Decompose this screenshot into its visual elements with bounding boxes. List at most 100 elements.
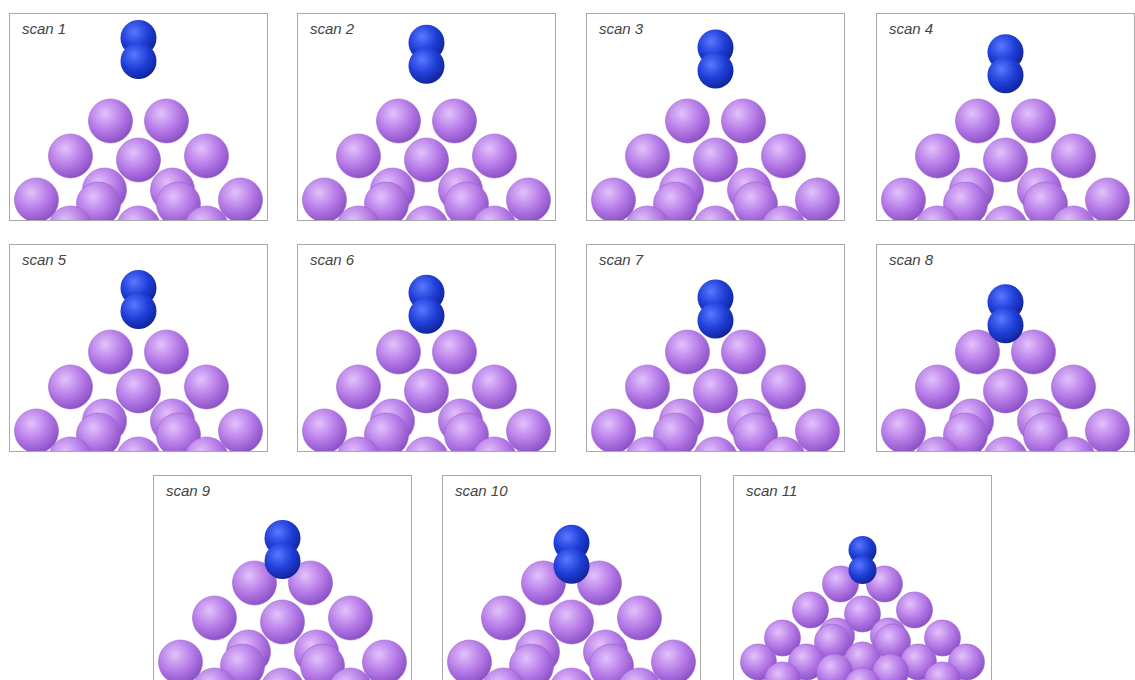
surface-illustration: [298, 245, 556, 452]
metal-atom: [550, 668, 594, 680]
scan-label: scan 4: [889, 20, 933, 37]
metal-atom: [722, 330, 766, 374]
metal-atom: [694, 369, 738, 413]
metal-atom: [507, 178, 551, 221]
metal-atom: [219, 409, 263, 452]
metal-atom: [219, 178, 263, 221]
metal-atom: [117, 206, 161, 221]
metal-atom: [507, 409, 551, 452]
metal-atom: [405, 138, 449, 182]
metal-atom: [1052, 437, 1096, 452]
metal-atom: [1086, 178, 1130, 221]
surface-illustration: [587, 245, 845, 452]
metal-atom: [1052, 206, 1096, 221]
metal-atom: [722, 99, 766, 143]
metal-atom: [433, 330, 477, 374]
nitrogen-atom: [265, 543, 301, 579]
nitrogen-atom: [121, 293, 157, 329]
metal-atom: [550, 600, 594, 644]
surface-illustration: [10, 245, 268, 452]
scan-panel: scan 8: [876, 244, 1135, 452]
metal-atom: [626, 365, 670, 409]
metal-atom: [694, 206, 738, 221]
metal-atom: [666, 330, 710, 374]
metal-atom: [49, 365, 93, 409]
metal-atom: [765, 662, 801, 680]
scan-panel: scan 7: [586, 244, 845, 452]
metal-atom: [1086, 409, 1130, 452]
metal-atom: [49, 206, 93, 221]
metal-atom: [762, 206, 806, 221]
scan-label: scan 10: [455, 482, 508, 499]
surface-illustration: [298, 14, 556, 221]
metal-atom: [473, 134, 517, 178]
metal-atom: [762, 134, 806, 178]
metal-atom: [15, 178, 59, 221]
metal-atom: [377, 330, 421, 374]
metal-atom: [652, 640, 696, 680]
nitrogen-atom: [698, 303, 734, 339]
metal-atom: [473, 365, 517, 409]
metal-atom: [873, 654, 909, 680]
scan-panel: scan 4: [876, 13, 1135, 221]
surface-illustration: [877, 245, 1135, 452]
metal-atom: [984, 138, 1028, 182]
scan-panel: scan 9: [153, 475, 412, 680]
metal-atom: [916, 437, 960, 452]
scan-panel: scan 2: [297, 13, 556, 221]
metal-atom: [626, 206, 670, 221]
metal-atom: [592, 409, 636, 452]
metal-atom: [882, 178, 926, 221]
metal-atom: [796, 409, 840, 452]
scan-label: scan 6: [310, 251, 354, 268]
nitrogen-atom: [121, 43, 157, 79]
metal-atom: [916, 134, 960, 178]
metal-atom: [592, 178, 636, 221]
metal-atom: [666, 99, 710, 143]
nitrogen-atom: [698, 53, 734, 89]
metal-atom: [618, 596, 662, 640]
metal-atom: [49, 437, 93, 452]
nitrogen-atom: [988, 57, 1024, 93]
metal-atom: [261, 600, 305, 644]
metal-atom: [626, 134, 670, 178]
surface-illustration: [10, 14, 268, 221]
metal-atom: [145, 99, 189, 143]
metal-atom: [762, 437, 806, 452]
scan-label: scan 2: [310, 20, 354, 37]
metal-atom: [1052, 134, 1096, 178]
surface-illustration: [734, 476, 992, 680]
metal-atom: [337, 365, 381, 409]
metal-atom: [117, 437, 161, 452]
metal-atom: [448, 640, 492, 680]
surface-illustration: [154, 476, 412, 680]
metal-atom: [925, 662, 961, 680]
metal-atom: [694, 138, 738, 182]
metal-atom: [185, 134, 229, 178]
metal-atom: [337, 437, 381, 452]
metal-atom: [984, 206, 1028, 221]
metal-atom: [626, 437, 670, 452]
metal-atom: [329, 668, 373, 680]
scan-panel: scan 6: [297, 244, 556, 452]
metal-atom: [145, 330, 189, 374]
metal-atom: [193, 596, 237, 640]
scan-label: scan 9: [166, 482, 210, 499]
scan-label: scan 8: [889, 251, 933, 268]
nitrogen-atom: [409, 48, 445, 84]
metal-atom: [473, 206, 517, 221]
metal-atom: [482, 668, 526, 680]
scan-label: scan 5: [22, 251, 66, 268]
metal-atom: [89, 99, 133, 143]
metal-atom: [916, 206, 960, 221]
metal-atom: [618, 668, 662, 680]
metal-atom: [193, 668, 237, 680]
metal-atom: [337, 134, 381, 178]
metal-atom: [984, 369, 1028, 413]
metal-atom: [845, 668, 881, 680]
metal-atom: [49, 134, 93, 178]
metal-atom: [482, 596, 526, 640]
metal-atom: [1052, 365, 1096, 409]
metal-atom: [303, 178, 347, 221]
